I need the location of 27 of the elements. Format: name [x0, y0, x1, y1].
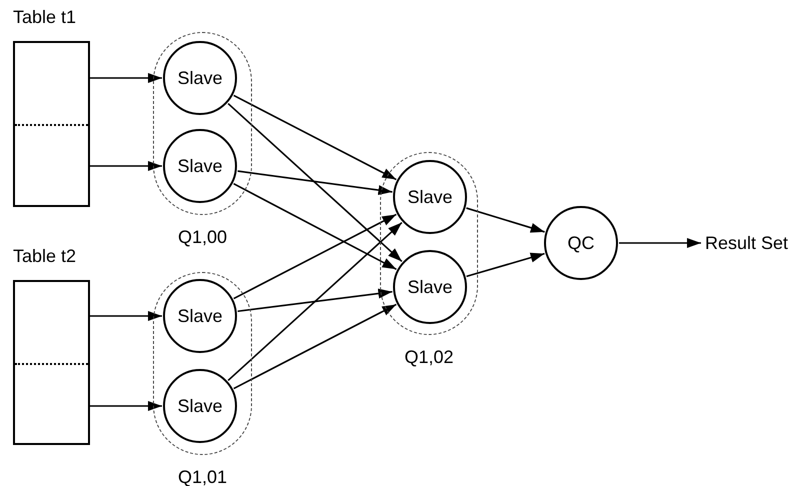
arrow	[238, 288, 392, 312]
arrow	[90, 161, 162, 171]
arrow	[233, 214, 397, 300]
arrow	[466, 252, 545, 278]
group-label: Q1,00	[178, 226, 228, 249]
process-label: Slave	[177, 155, 223, 177]
arrow	[238, 170, 392, 195]
arrow	[90, 311, 162, 321]
process-label: Slave	[177, 67, 223, 89]
process-label: Slave	[407, 186, 453, 208]
process-label: Slave	[177, 395, 223, 417]
table-title: Table t2	[13, 245, 76, 268]
arrow	[466, 207, 545, 233]
process-label: Slave	[407, 276, 453, 298]
arrow	[233, 304, 397, 390]
arrow	[233, 182, 397, 270]
output-label: Result Set	[705, 231, 788, 255]
arrow	[228, 222, 402, 382]
group-label: Q1,02	[404, 346, 454, 369]
arrow	[90, 401, 162, 411]
table-title: Table t1	[13, 6, 76, 29]
arrow	[90, 73, 162, 83]
arrow	[619, 238, 701, 248]
process-label: QC	[568, 232, 594, 254]
arrow	[228, 102, 402, 262]
process-label: Slave	[177, 305, 223, 327]
arrow	[233, 94, 397, 180]
